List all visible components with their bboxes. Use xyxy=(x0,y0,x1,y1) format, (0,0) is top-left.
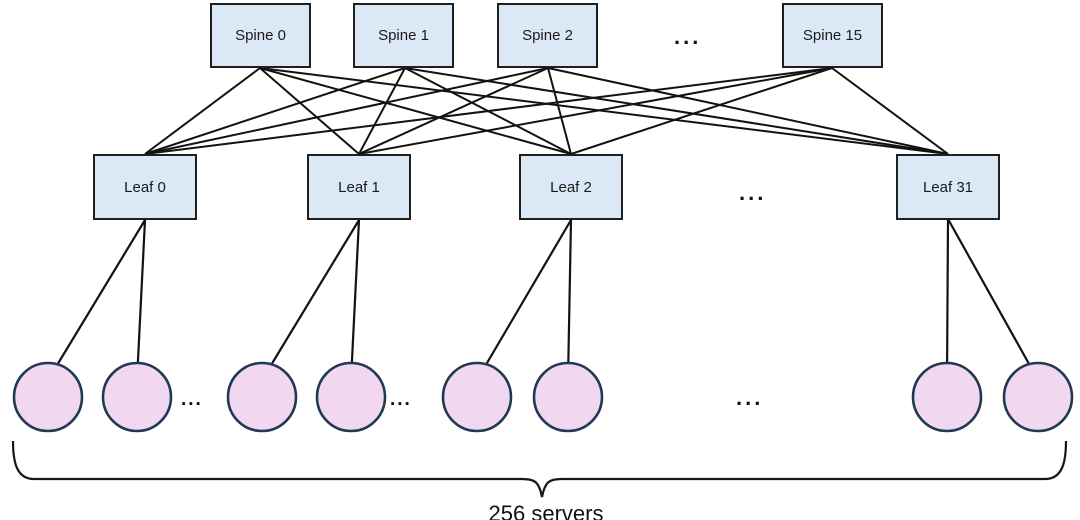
link-leaf2-server1 xyxy=(476,219,572,381)
link-spine0-leaf1 xyxy=(259,67,360,155)
link-spine2-leaf31 xyxy=(547,67,949,155)
leaf-node-2: Leaf 2 xyxy=(519,154,623,220)
server-node-2 xyxy=(101,361,173,433)
server-row-ellipsis-large: ... xyxy=(736,385,764,410)
server-node-1 xyxy=(12,361,84,433)
spine-row-ellipsis: ... xyxy=(674,24,702,49)
leaf-node-31: Leaf 31 xyxy=(896,154,1000,220)
link-spine15-leaf31 xyxy=(831,67,949,155)
link-leaf0-server2 xyxy=(135,219,147,381)
server-row-ellipsis-2: ... xyxy=(390,389,412,410)
leaf-row-ellipsis: ... xyxy=(739,180,767,205)
spine-node-0: Spine 0 xyxy=(210,3,311,68)
spine-leaf-mesh xyxy=(144,67,949,155)
link-spine0-leaf31 xyxy=(259,67,949,155)
server-node-4 xyxy=(315,361,387,433)
link-spine1-leaf0 xyxy=(144,67,406,155)
spine-node-0-label: Spine 0 xyxy=(235,27,286,44)
link-leaf0-server1 xyxy=(47,219,146,381)
leaf-node-1: Leaf 1 xyxy=(307,154,411,220)
spine-node-1: Spine 1 xyxy=(353,3,454,68)
spine-node-2: Spine 2 xyxy=(497,3,598,68)
link-spine0-leaf2 xyxy=(259,67,572,155)
leaf-node-2-label: Leaf 2 xyxy=(550,178,592,196)
link-spine2-leaf0 xyxy=(144,67,549,155)
spine-node-15-label: Spine 15 xyxy=(802,27,863,44)
spine-node-1-label: Spine 1 xyxy=(378,27,429,44)
link-leaf1-server1 xyxy=(261,219,360,381)
link-spine1-leaf1 xyxy=(358,67,406,155)
server-node-5 xyxy=(441,361,513,433)
server-node-8 xyxy=(1002,361,1074,433)
link-spine0-leaf0 xyxy=(144,67,261,155)
leaf-server-links xyxy=(47,218,1039,381)
leaf-node-0-label: Leaf 0 xyxy=(124,178,166,196)
server-node-3 xyxy=(226,361,298,433)
leaf-node-0: Leaf 0 xyxy=(93,154,197,220)
leaf-node-1-label: Leaf 1 xyxy=(338,178,380,196)
spine-node-2-label: Spine 2 xyxy=(522,27,573,44)
server-nodes xyxy=(12,361,1074,433)
link-spine1-leaf31 xyxy=(404,67,949,155)
link-spine2-leaf2 xyxy=(547,67,572,155)
spine-node-15: Spine 15 xyxy=(782,3,883,68)
link-spine15-leaf2 xyxy=(570,67,833,155)
link-spine2-leaf1 xyxy=(358,67,549,155)
link-leaf31-server2 xyxy=(947,218,1039,381)
server-node-7 xyxy=(911,361,983,433)
server-row-ellipsis-1: ... xyxy=(181,389,203,410)
servers-count-caption: 256 servers xyxy=(488,501,604,520)
leaf-node-31-label: Leaf 31 xyxy=(922,178,974,196)
link-leaf31-server1 xyxy=(945,218,950,381)
brace-256-servers xyxy=(11,440,1068,498)
link-leaf2-server2 xyxy=(566,219,573,381)
server-node-6 xyxy=(532,361,604,433)
link-spine15-leaf0 xyxy=(144,67,833,155)
link-spine15-leaf1 xyxy=(358,67,833,155)
link-leaf1-server2 xyxy=(349,219,361,381)
